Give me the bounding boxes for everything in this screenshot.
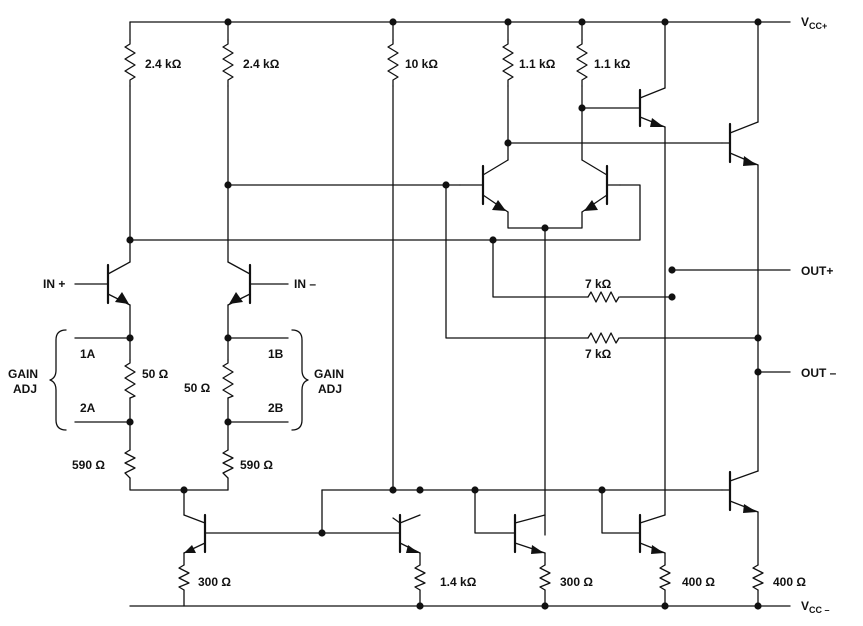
label-out-plus: OUT+ (801, 264, 833, 278)
label-r-590-left: 590 Ω (72, 458, 105, 472)
label-r-1k4: 1.4 kΩ (440, 575, 477, 589)
transistor-diff-left (459, 159, 509, 213)
label-r-7k-bottom: 7 kΩ (585, 347, 612, 361)
label-gain-adj-left-1: GAIN (8, 367, 38, 381)
junction-dots (126, 18, 762, 610)
resistor-590-right (222, 449, 234, 479)
transistor-output-bottom (721, 470, 759, 513)
wire-bias-bus-right (601, 489, 641, 534)
transistor-follower-top (638, 87, 666, 128)
wire-7k-bottom (445, 184, 759, 339)
label-r-590-right: 590 Ω (240, 458, 273, 472)
label-r-1k1-left: 1.1 kΩ (519, 57, 556, 71)
resistor-1k1-right (576, 39, 588, 87)
label-r-50-left: 50 Ω (142, 367, 169, 381)
labels: 2.4 kΩ 2.4 kΩ 10 kΩ 1.1 kΩ 1.1 kΩ 7 kΩ 7… (8, 15, 837, 615)
label-vcc-minus: VCC – (801, 599, 830, 615)
label-r-7k-top: 7 kΩ (585, 277, 612, 291)
label-r-400-left: 400 Ω (682, 575, 715, 589)
transistor-diff-right (581, 159, 621, 213)
resistor-50-right (222, 359, 234, 399)
label-gain-adj-right-2: ADJ (318, 382, 342, 396)
label-vcc-minus-sub: CC – (809, 605, 830, 615)
wire-left-emitter (129, 304, 229, 491)
resistor-7k-bottom (587, 332, 620, 344)
transistor-output-top (721, 121, 759, 166)
resistor-2k4-right (222, 39, 234, 87)
label-pin-2a: 2A (80, 401, 96, 415)
label-r-2k4-right: 2.4 kΩ (243, 57, 280, 71)
label-gain-adj-right-1: GAIN (314, 367, 344, 381)
resistor-300-left (178, 564, 190, 591)
label-r-1k1-right: 1.1 kΩ (594, 57, 631, 71)
label-gain-adj-left-2: ADJ (13, 382, 37, 396)
label-r-400-right: 400 Ω (773, 575, 806, 589)
label-vcc-plus: VCC+ (801, 15, 827, 31)
wire-7k-top (492, 239, 673, 298)
label-pin-1a: 1A (80, 347, 96, 361)
gain-adj-bracket-left (49, 329, 67, 431)
resistor-590-left (124, 449, 136, 479)
wire-bias-bus-left (474, 489, 516, 534)
label-r-2k4-left: 2.4 kΩ (145, 57, 182, 71)
label-vcc-plus-sub: CC+ (809, 21, 827, 31)
wire-left-collector-cross (129, 184, 641, 241)
transistor-mirror-mid (392, 513, 421, 554)
resistor-300-mid (539, 564, 551, 591)
resistor-1k4 (414, 564, 426, 591)
transistor-mirror-left (183, 513, 207, 554)
gain-adj-bracket-right (291, 329, 309, 431)
resistors (124, 39, 764, 591)
wire-diffpair-tail (507, 211, 583, 536)
resistor-50-left (124, 359, 136, 399)
label-pin-2b: 2B (268, 401, 284, 415)
label-r-50-right: 50 Ω (184, 381, 211, 395)
transistor-input-right (227, 261, 289, 306)
label-vcc-plus-main: V (801, 15, 809, 29)
transistor-sink-right (638, 513, 666, 554)
label-in-minus: IN – (294, 277, 316, 291)
resistor-2k4-left (124, 39, 136, 87)
transistor-sink-mid (513, 513, 546, 554)
label-r-300-left: 300 Ω (198, 575, 231, 589)
wires (74, 21, 791, 607)
label-in-plus: IN + (43, 277, 65, 291)
label-out-minus: OUT – (801, 366, 837, 380)
resistor-400-right (752, 564, 764, 591)
resistor-10k (387, 39, 399, 87)
transistor-input-left (74, 261, 131, 306)
label-vcc-minus-main: V (801, 599, 809, 613)
label-pin-1b: 1B (268, 347, 284, 361)
resistor-7k-top (587, 291, 620, 303)
label-r-10k: 10 kΩ (405, 57, 438, 71)
transistors (74, 87, 759, 554)
resistor-1k1-left (502, 39, 514, 87)
resistor-400-left (659, 564, 671, 591)
label-r-300-mid: 300 Ω (560, 575, 593, 589)
